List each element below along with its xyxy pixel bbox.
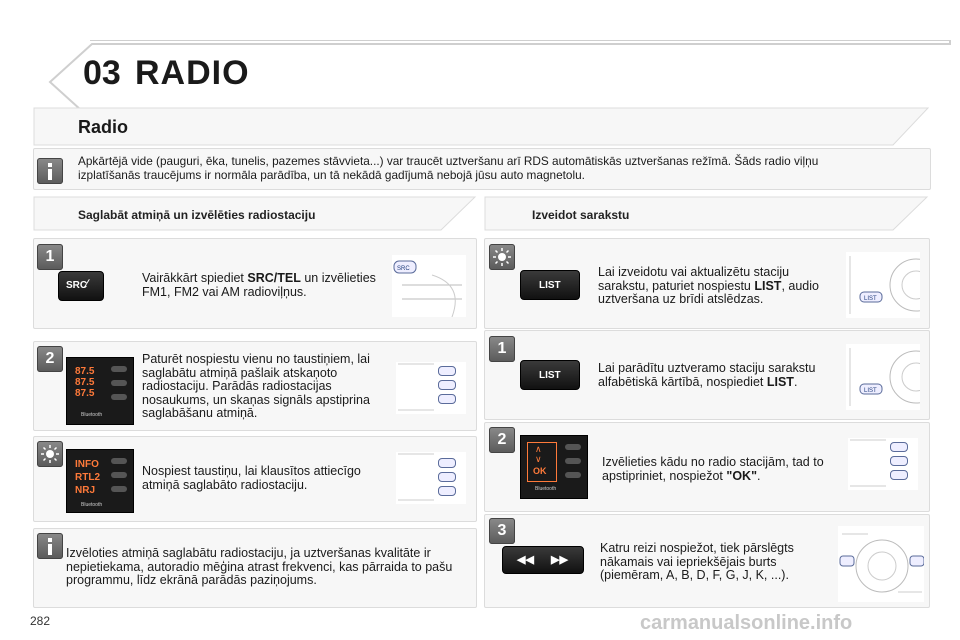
watermark: carmanualsonline.info — [640, 612, 853, 634]
right-heading-panel — [484, 196, 929, 231]
step-number-badge: 2 — [37, 346, 63, 372]
preset-sketch — [396, 362, 466, 414]
section-title: Radio — [78, 117, 129, 137]
info-icon — [37, 533, 63, 559]
left-step3-text: Nospiest taustiņu, lai klausītos attiecī… — [142, 464, 361, 492]
right-step2-text: Izvēlieties kādu no radio stacijām, tad … — [602, 455, 824, 483]
step-number-badge: 1 — [489, 336, 515, 362]
seek-buttons-image: ◀◀ ▶▶ — [502, 546, 584, 574]
info-text-bottom: Izvēloties atmiņā saglabātu radiostaciju… — [66, 546, 453, 587]
chapter-number: 03 — [83, 54, 121, 92]
page-title: RADIO — [135, 54, 250, 92]
page-number: 282 — [30, 614, 51, 628]
ok-screen-image: ∧ ∨ OK Bluetooth — [520, 435, 588, 499]
left-heading-panel — [33, 196, 477, 231]
info-panel-bottom — [33, 528, 477, 608]
right-stepa-text: Lai izveidotu vai aktualizētu staciju sa… — [598, 265, 819, 306]
section-title-panel — [33, 107, 930, 146]
header-tab — [48, 40, 951, 120]
list-sketch: LIST — [846, 252, 943, 318]
seek-sketch — [838, 526, 925, 602]
svg-text:SRC: SRC — [397, 266, 410, 272]
src-button-image: SRC ∕ — [58, 271, 104, 301]
sun-icon — [489, 244, 515, 270]
radio-sketch-src: SRC — [392, 255, 466, 318]
ok-sketch — [848, 438, 918, 490]
step-number-badge: 2 — [489, 427, 515, 453]
right-step1-text: Lai parādītu uztveramo staciju sarakstu … — [598, 361, 816, 389]
step-number-badge: 1 — [37, 244, 63, 270]
svg-text:LIST: LIST — [864, 296, 877, 302]
step-number-badge: 3 — [489, 518, 515, 544]
info-icon — [37, 158, 63, 184]
list-button-image: LIST — [520, 270, 580, 300]
left-step1-text: Vairākkārt spiediet SRC/TEL un izvēlieti… — [142, 271, 376, 299]
station-sketch — [396, 452, 466, 504]
right-step3-text: Katru reizi nospiežot, tiek pārslēgts nā… — [600, 541, 794, 582]
list-button-image: LIST — [520, 360, 580, 390]
left-heading: Saglabāt atmiņā un izvēlēties radiostaci… — [78, 208, 316, 222]
svg-text:LIST: LIST — [864, 388, 877, 394]
sun-icon — [37, 441, 63, 467]
info-text-top: Apkārtējā vide (pauguri, ēka, tunelis, p… — [78, 154, 819, 182]
info-panel-top — [33, 148, 931, 190]
right-heading: Izveidot sarakstu — [532, 208, 630, 222]
left-step2-text: Paturēt nospiestu vienu no taustiņiem, l… — [142, 352, 370, 420]
list-sketch: LIST — [846, 344, 943, 410]
